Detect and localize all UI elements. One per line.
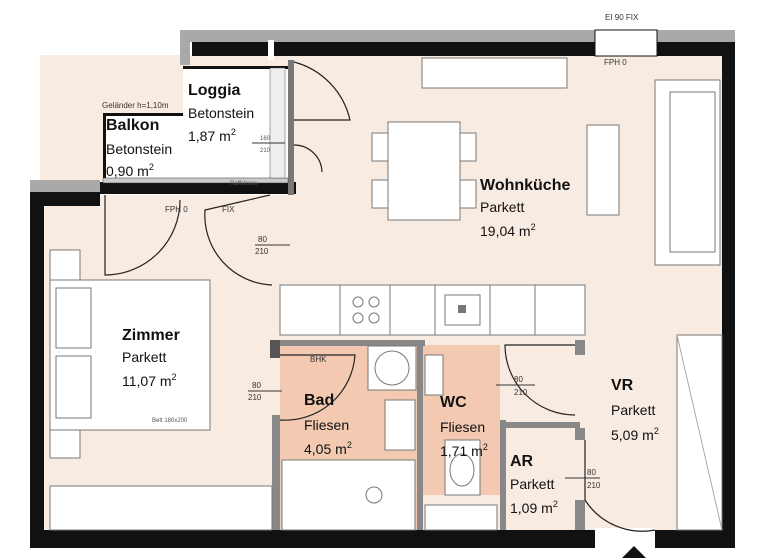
ei90-note: EI 90 FIX — [605, 13, 639, 22]
fph-note: FPH 0 — [165, 205, 188, 214]
door-width: 80 — [252, 381, 261, 390]
door-height: 210 — [587, 481, 601, 490]
room-floor: Fliesen — [440, 419, 485, 435]
room-area: 5,09 m2 — [611, 426, 659, 443]
room-vr: VR Parkett 5,09 m2 — [611, 377, 659, 443]
room-area: 1,87 m2 — [188, 127, 236, 144]
sideboard — [421, 57, 568, 89]
walls — [30, 29, 735, 548]
room-floor: Parkett — [122, 349, 166, 365]
room-name: VR — [611, 377, 634, 394]
room-wc: WC Fliesen 1,71 m2 — [440, 394, 488, 459]
room-balkon: Balkon Betonstein 0,90 m2 — [106, 117, 172, 179]
room-floor: Parkett — [611, 402, 655, 418]
door-width: 80 — [514, 375, 523, 384]
room-area: 1,71 m2 — [440, 442, 488, 459]
entrance-arrow-icon — [622, 546, 646, 558]
furniture — [49, 57, 723, 531]
room-floor: Betonstein — [106, 141, 172, 157]
coffee-table — [586, 124, 620, 216]
bhk-note: BHK — [310, 355, 327, 364]
fix-note: FIX — [222, 205, 235, 214]
room-floor: Parkett — [510, 476, 554, 492]
room-ar: AR Parkett 1,09 m2 — [510, 453, 558, 516]
hob-icon — [352, 296, 364, 308]
door-width: 80 — [587, 468, 596, 477]
railing-note: Geländer h=1,10m — [102, 101, 169, 110]
fph-note: FPH 0 — [604, 58, 627, 67]
door-height: 210 — [255, 247, 269, 256]
room-name: AR — [510, 453, 534, 470]
room-zimmer: Zimmer Parkett 11,07 m2 — [122, 327, 180, 389]
wardrobe — [49, 485, 273, 531]
door-height: 210 — [248, 393, 262, 402]
room-name: Balkon — [106, 117, 159, 134]
shower — [281, 459, 416, 531]
room-name: Bad — [304, 392, 334, 409]
dining-table — [387, 121, 461, 221]
room-area: 1,09 m2 — [510, 499, 558, 516]
room-name: Wohnküche — [480, 177, 570, 194]
doors — [104, 61, 656, 532]
room-area: 0,90 m2 — [106, 162, 154, 179]
bed-note: Bett 180x200 — [152, 418, 188, 424]
balkon-floor — [103, 115, 183, 180]
room-floor: Fliesen — [304, 417, 349, 433]
room-area: 4,05 m2 — [304, 440, 352, 457]
room-loggia: Loggia Betonstein 1,87 m2 — [188, 82, 254, 144]
room-floor: Parkett — [480, 199, 524, 215]
room-area: 11,07 m2 — [122, 372, 177, 389]
room-floor: Betonstein — [188, 105, 254, 121]
door-height: 210 — [260, 148, 271, 154]
door-width: 160 — [260, 136, 271, 142]
kitchen-counter — [279, 284, 586, 336]
washbasin — [384, 399, 416, 451]
room-name: WC — [440, 394, 467, 411]
door-width: 80 — [258, 235, 267, 244]
door-height: 210 — [514, 388, 528, 397]
room-name: Loggia — [188, 82, 241, 99]
annotations: Geländer h=1,10m FPH 0 EI 90 FIX FPH 0 F… — [102, 13, 639, 490]
room-bad: Bad Fliesen 4,05 m2 — [304, 392, 352, 457]
room-area: 19,04 m2 — [480, 222, 536, 239]
raffstores-note: Raffstores — [230, 181, 257, 187]
room-name: Zimmer — [122, 327, 180, 344]
room-wohnkueche: Wohnküche Parkett 19,04 m2 — [480, 177, 570, 239]
